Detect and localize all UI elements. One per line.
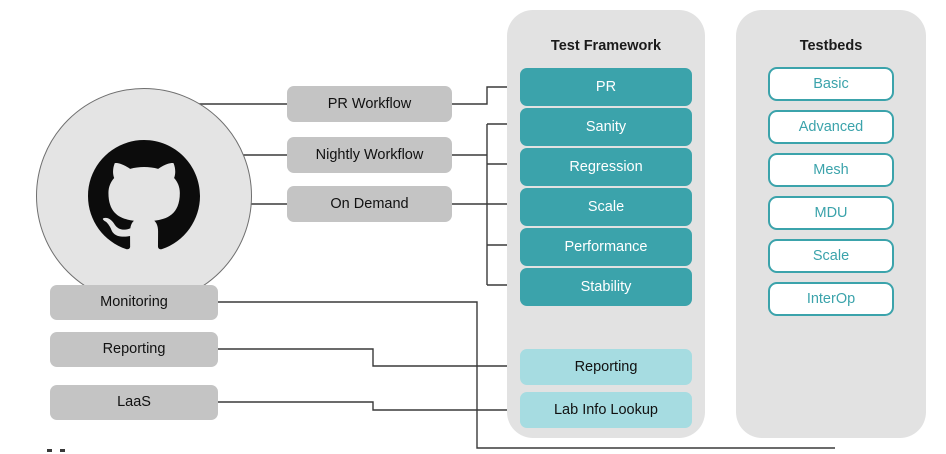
testbed-advanced-label: Advanced [798,118,864,135]
suite-stability-label: Stability [580,278,632,295]
node-laas[interactable]: LaaS [50,385,218,420]
node-pr-workflow-label: PR Workflow [327,95,412,112]
bottom-mark-right [60,449,65,452]
framework-service-lab-info-lookup-label: Lab Info Lookup [553,401,658,418]
framework-service-reporting[interactable]: Reporting [520,349,692,385]
panel-test-framework-title: Test Framework [550,38,662,54]
testbed-mesh[interactable]: Mesh [768,153,894,187]
node-reporting-label: Reporting [102,341,166,358]
suite-scale-label: Scale [587,198,625,215]
node-nightly-workflow-label: Nightly Workflow [315,146,424,163]
suite-stability[interactable]: Stability [520,268,692,306]
node-on-demand-label: On Demand [330,195,409,212]
suite-performance[interactable]: Performance [520,228,692,266]
testbed-mdu[interactable]: MDU [768,196,894,230]
suite-sanity-label: Sanity [585,118,627,135]
testbed-basic[interactable]: Basic [768,67,894,101]
testbed-mdu-label: MDU [814,204,848,221]
node-monitoring[interactable]: Monitoring [50,285,218,320]
testbed-mesh-label: Mesh [813,161,849,178]
node-laas-label: LaaS [117,394,151,411]
suite-pr[interactable]: PR [520,68,692,106]
bottom-mark-left [47,449,52,452]
suite-regression[interactable]: Regression [520,148,692,186]
testbed-scale-label: Scale [812,247,850,264]
testbed-interop-label: InterOp [806,290,856,307]
node-nightly-workflow[interactable]: Nightly Workflow [287,137,452,173]
framework-service-reporting-label: Reporting [574,358,638,375]
testbed-advanced[interactable]: Advanced [768,110,894,144]
suite-performance-label: Performance [564,238,648,255]
framework-service-lab-info-lookup[interactable]: Lab Info Lookup [520,392,692,428]
suite-scale[interactable]: Scale [520,188,692,226]
suite-regression-label: Regression [569,158,643,175]
testbed-scale[interactable]: Scale [768,239,894,273]
testbed-interop[interactable]: InterOp [768,282,894,316]
node-reporting[interactable]: Reporting [50,332,218,367]
node-pr-workflow[interactable]: PR Workflow [287,86,452,122]
suite-pr-label: PR [595,78,617,95]
suite-sanity[interactable]: Sanity [520,108,692,146]
testbed-basic-label: Basic [813,75,849,92]
node-on-demand[interactable]: On Demand [287,186,452,222]
wire-laas-to-lab-info-lookup [218,401,520,411]
wire-reporting-to-reporting [218,348,520,367]
panel-testbeds-title: Testbeds [799,38,863,54]
github-logo-icon [88,140,200,250]
github-source-circle[interactable] [36,88,252,304]
node-monitoring-label: Monitoring [100,294,168,311]
